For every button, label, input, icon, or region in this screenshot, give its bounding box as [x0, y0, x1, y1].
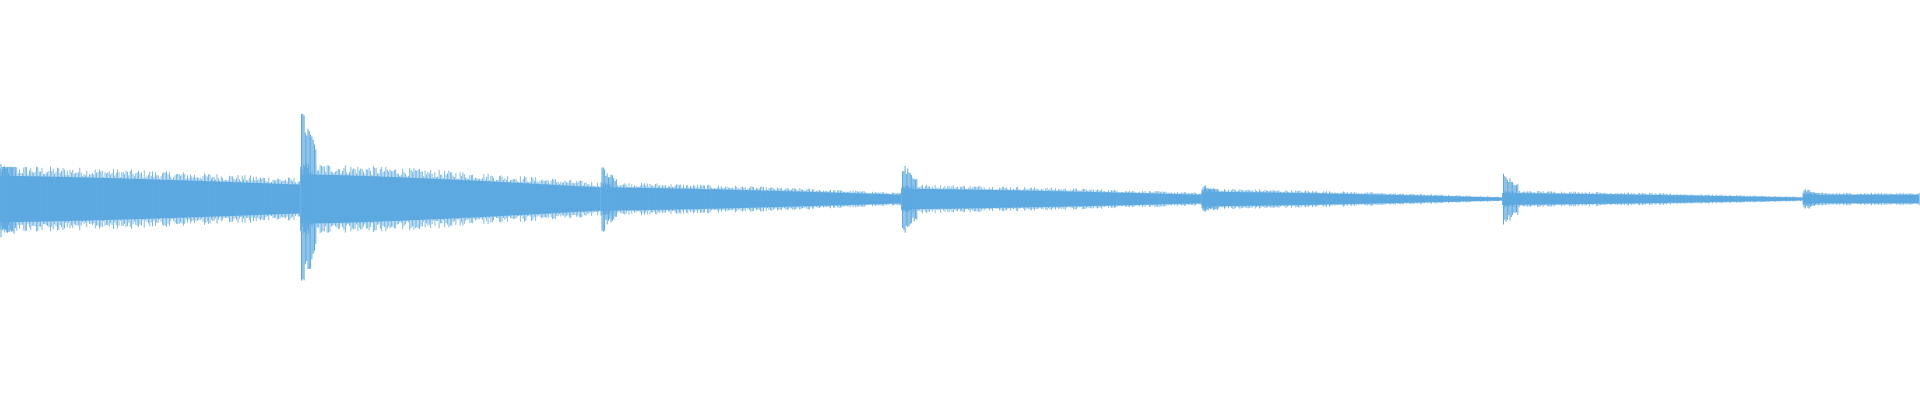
- waveform-attack: [1503, 173, 1519, 225]
- waveform-attack: [1803, 189, 1819, 209]
- waveform-texture: [600, 182, 901, 216]
- waveform-segment: [1502, 173, 1803, 225]
- waveform-texture: [300, 163, 601, 235]
- waveform-attack: [902, 166, 918, 233]
- waveform-segment: [600, 167, 901, 232]
- waveform-attack: [1202, 185, 1218, 212]
- waveform-segments: [0, 113, 1920, 281]
- waveform-segment: [300, 113, 601, 281]
- waveform-attack: [0, 163, 16, 238]
- waveform-attack: [601, 167, 617, 232]
- waveform-segment: [0, 163, 300, 238]
- waveform-segment: [901, 166, 1202, 233]
- waveform-texture: [1201, 188, 1502, 210]
- waveform-attack: [301, 113, 317, 281]
- waveform-segment: [1201, 185, 1502, 212]
- waveform-texture: [901, 184, 1202, 214]
- waveform-texture: [1502, 190, 1803, 208]
- waveform-texture: [0, 165, 300, 233]
- waveform-envelope: [1803, 194, 1919, 204]
- waveform-segment: [1802, 189, 1920, 209]
